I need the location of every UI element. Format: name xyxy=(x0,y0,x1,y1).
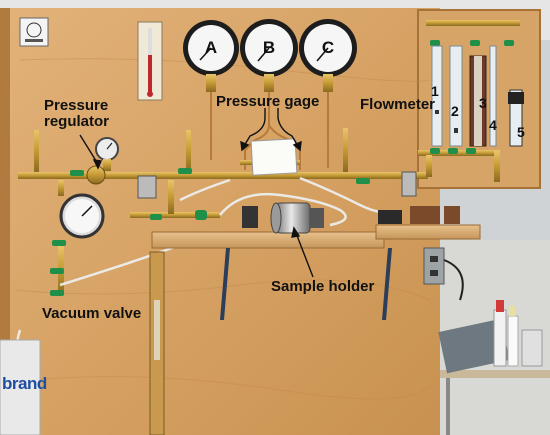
pressure-gauge-c xyxy=(299,19,357,92)
gauge-label-a: A xyxy=(204,38,218,57)
flowmeter-label: Flowmeter xyxy=(360,96,436,113)
note-card xyxy=(250,138,298,176)
pressure-gauge-a xyxy=(183,20,239,92)
box-brand-text: brand xyxy=(2,374,47,393)
flowmeter-number-2: 2 xyxy=(451,103,459,119)
vacuum-valve-label: Vacuum valve xyxy=(42,305,142,322)
pressure-regulator-line-1: Pressure xyxy=(44,97,109,114)
flowmeter-number-3: 3 xyxy=(479,95,487,111)
side-table xyxy=(438,300,550,435)
shelf xyxy=(151,224,481,320)
vacuum-gauge xyxy=(59,193,105,239)
pressure-regulator-label: Pressure regulator xyxy=(44,98,109,130)
thermometer xyxy=(137,21,163,101)
flowmeter-number-1: 1 xyxy=(431,83,439,99)
pressure-gage-label: Pressure gage xyxy=(216,93,320,110)
flowmeter-tubes xyxy=(426,20,524,147)
gauge-label-b: B xyxy=(262,38,276,57)
gauge-label-c: C xyxy=(321,38,335,57)
pressure-gauge-b xyxy=(240,19,298,92)
shelf-items xyxy=(378,206,460,224)
flowmeter-number-5: 5 xyxy=(517,124,525,140)
pressure-regulator-line-2: regulator xyxy=(44,112,110,130)
ruler xyxy=(149,251,165,435)
logo-plaque xyxy=(19,17,49,47)
flowmeter-number-4: 4 xyxy=(489,117,497,133)
cardboard-box xyxy=(0,339,41,435)
regulator-gauge xyxy=(95,137,119,171)
sample-holder-label: Sample holder xyxy=(271,278,375,295)
wall-outlet xyxy=(423,247,464,301)
callout-arrows xyxy=(79,108,314,278)
valve-handles xyxy=(50,40,514,296)
